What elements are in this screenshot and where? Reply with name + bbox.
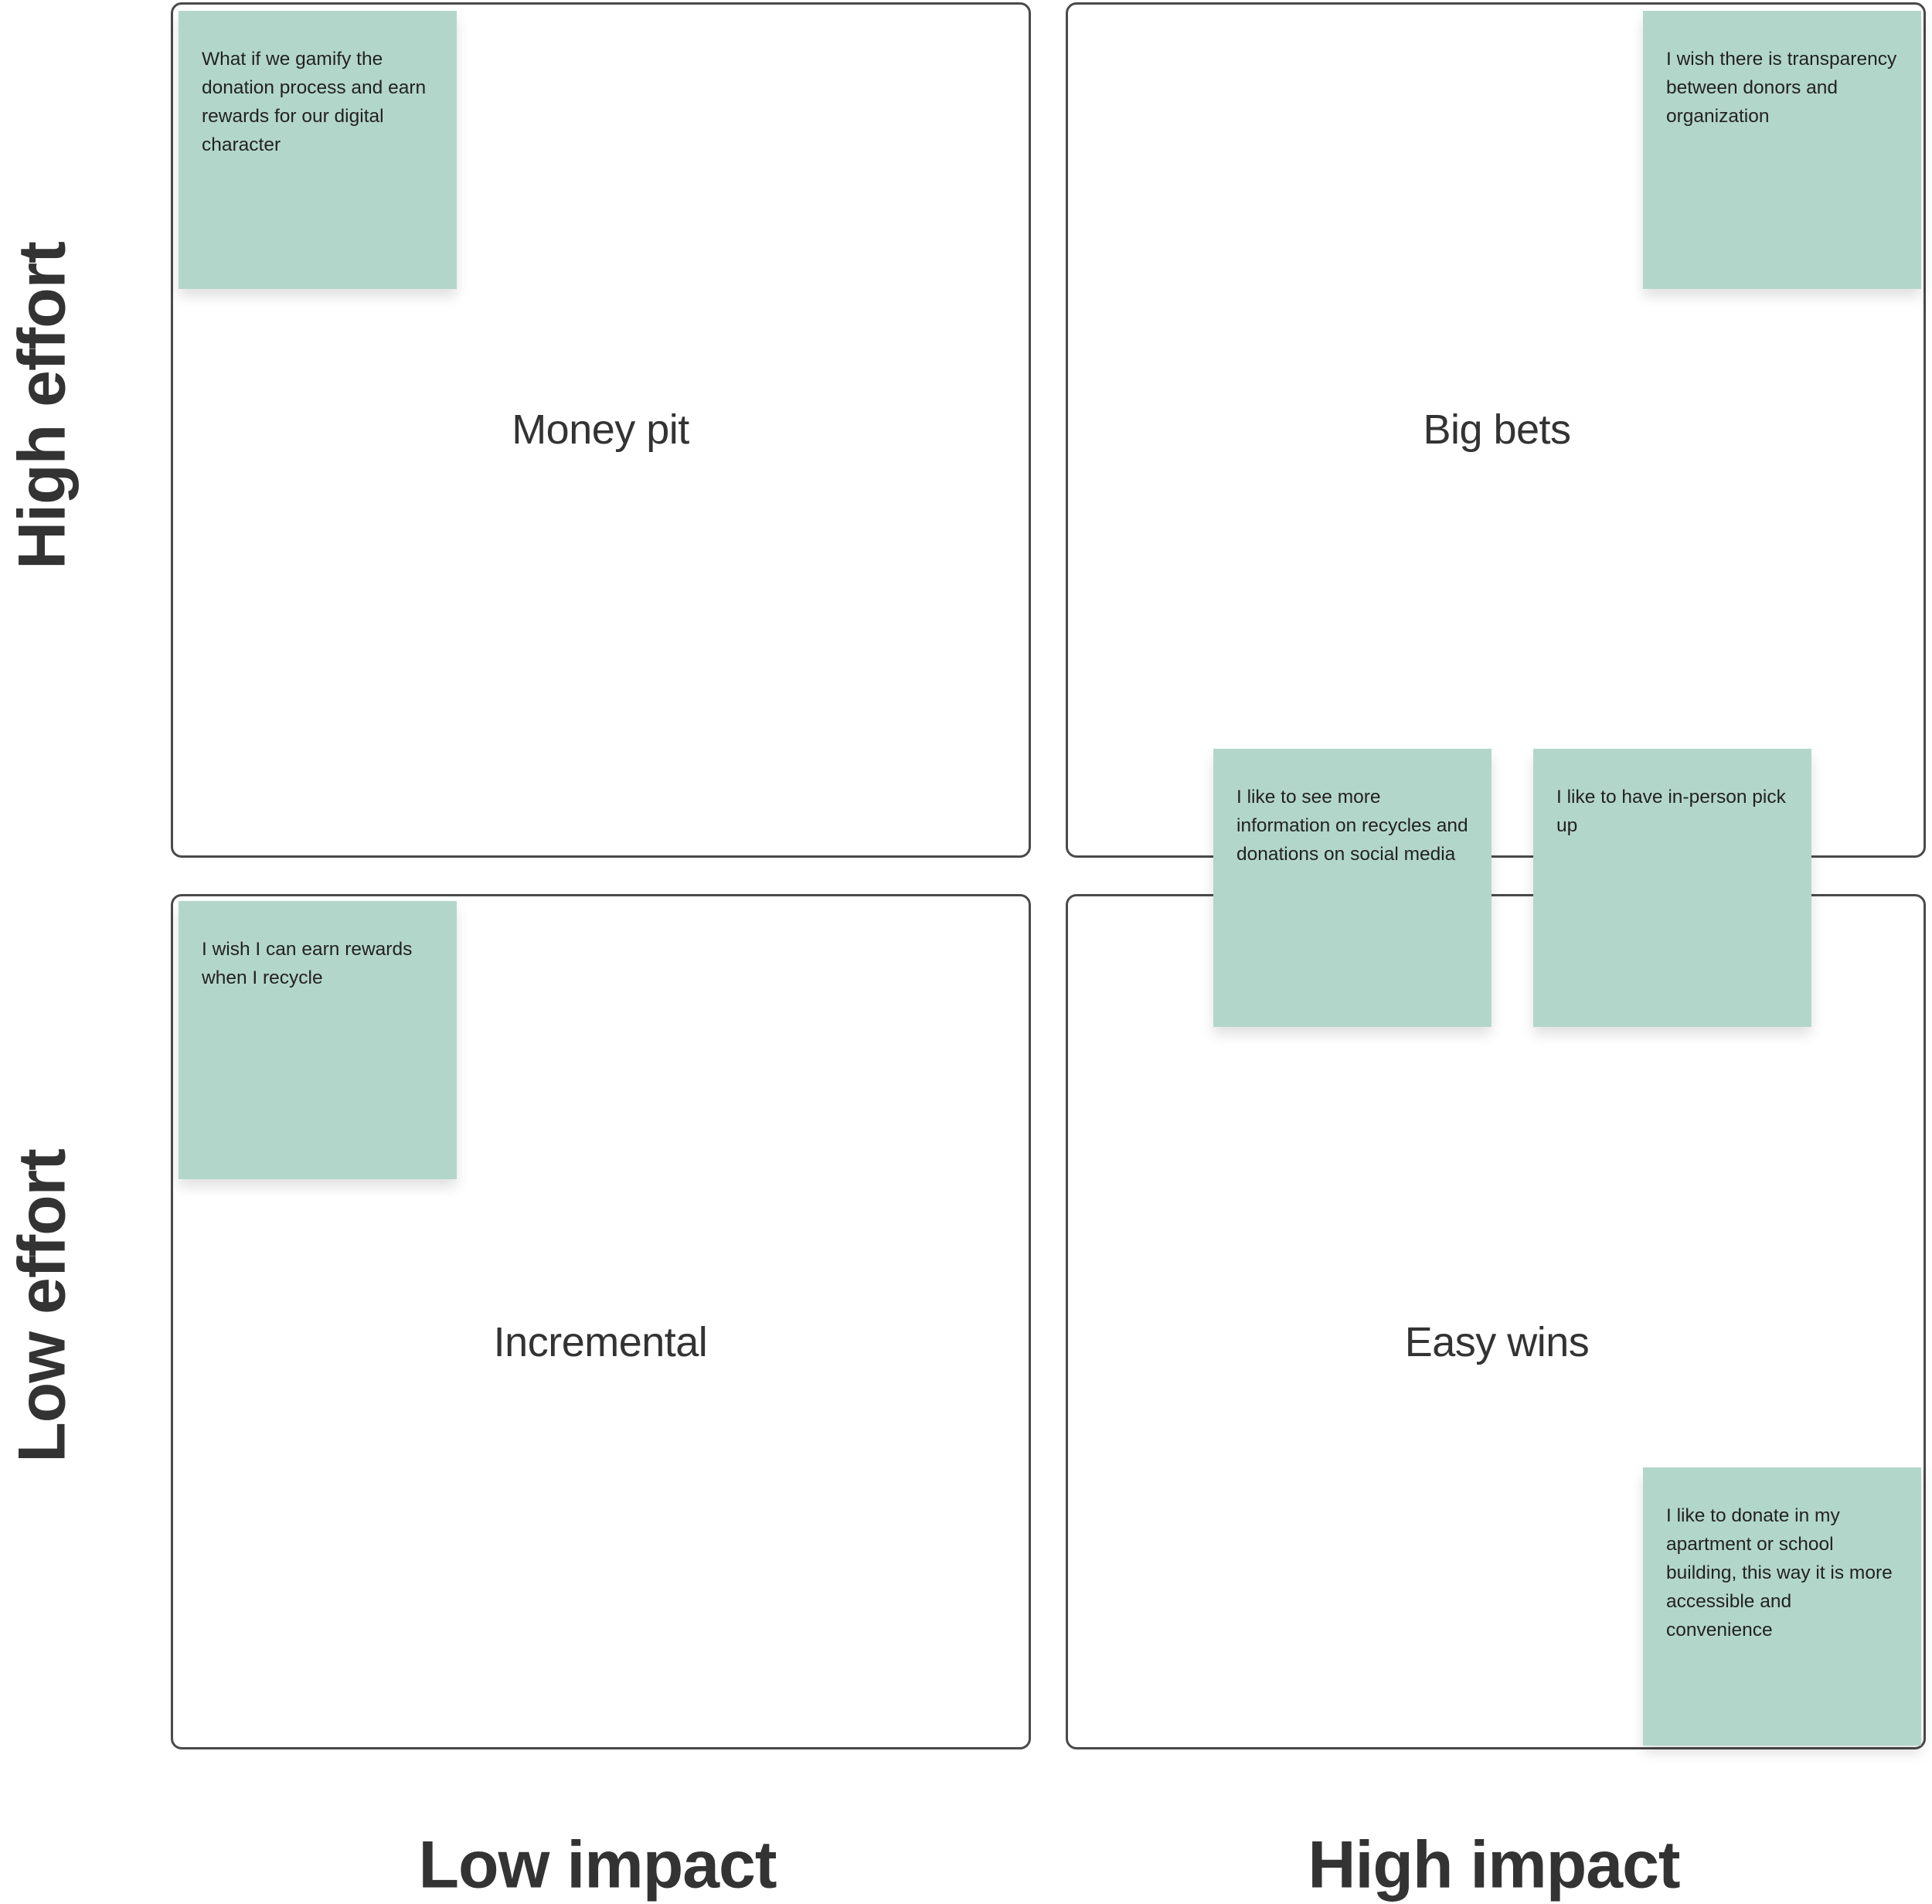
sticky-note-pickup[interactable]: I like to have in-person pick up bbox=[1533, 749, 1811, 1027]
quadrant-label-money-pit: Money pit bbox=[512, 406, 689, 453]
sticky-note-social-media[interactable]: I like to see more information on recycl… bbox=[1213, 749, 1492, 1027]
axis-label-high-impact: High impact bbox=[1308, 1828, 1680, 1902]
sticky-note-rewards[interactable]: I wish I can earn rewards when I recycle bbox=[179, 901, 457, 1179]
quadrant-label-incremental: Incremental bbox=[493, 1319, 708, 1365]
axis-label-high-effort: High effort bbox=[5, 242, 80, 570]
sticky-note-donate-building[interactable]: I like to donate in my apartment or scho… bbox=[1643, 1467, 1921, 1746]
sticky-note-transparency[interactable]: I wish there is transparency between don… bbox=[1643, 11, 1921, 289]
quadrant-label-easy-wins: Easy wins bbox=[1404, 1319, 1590, 1365]
axis-label-low-impact: Low impact bbox=[418, 1828, 777, 1902]
sticky-note-gamify[interactable]: What if we gamify the donation process a… bbox=[179, 11, 457, 289]
quadrant-label-big-bets: Big bets bbox=[1423, 406, 1571, 453]
axis-label-low-effort: Low effort bbox=[5, 1149, 80, 1463]
